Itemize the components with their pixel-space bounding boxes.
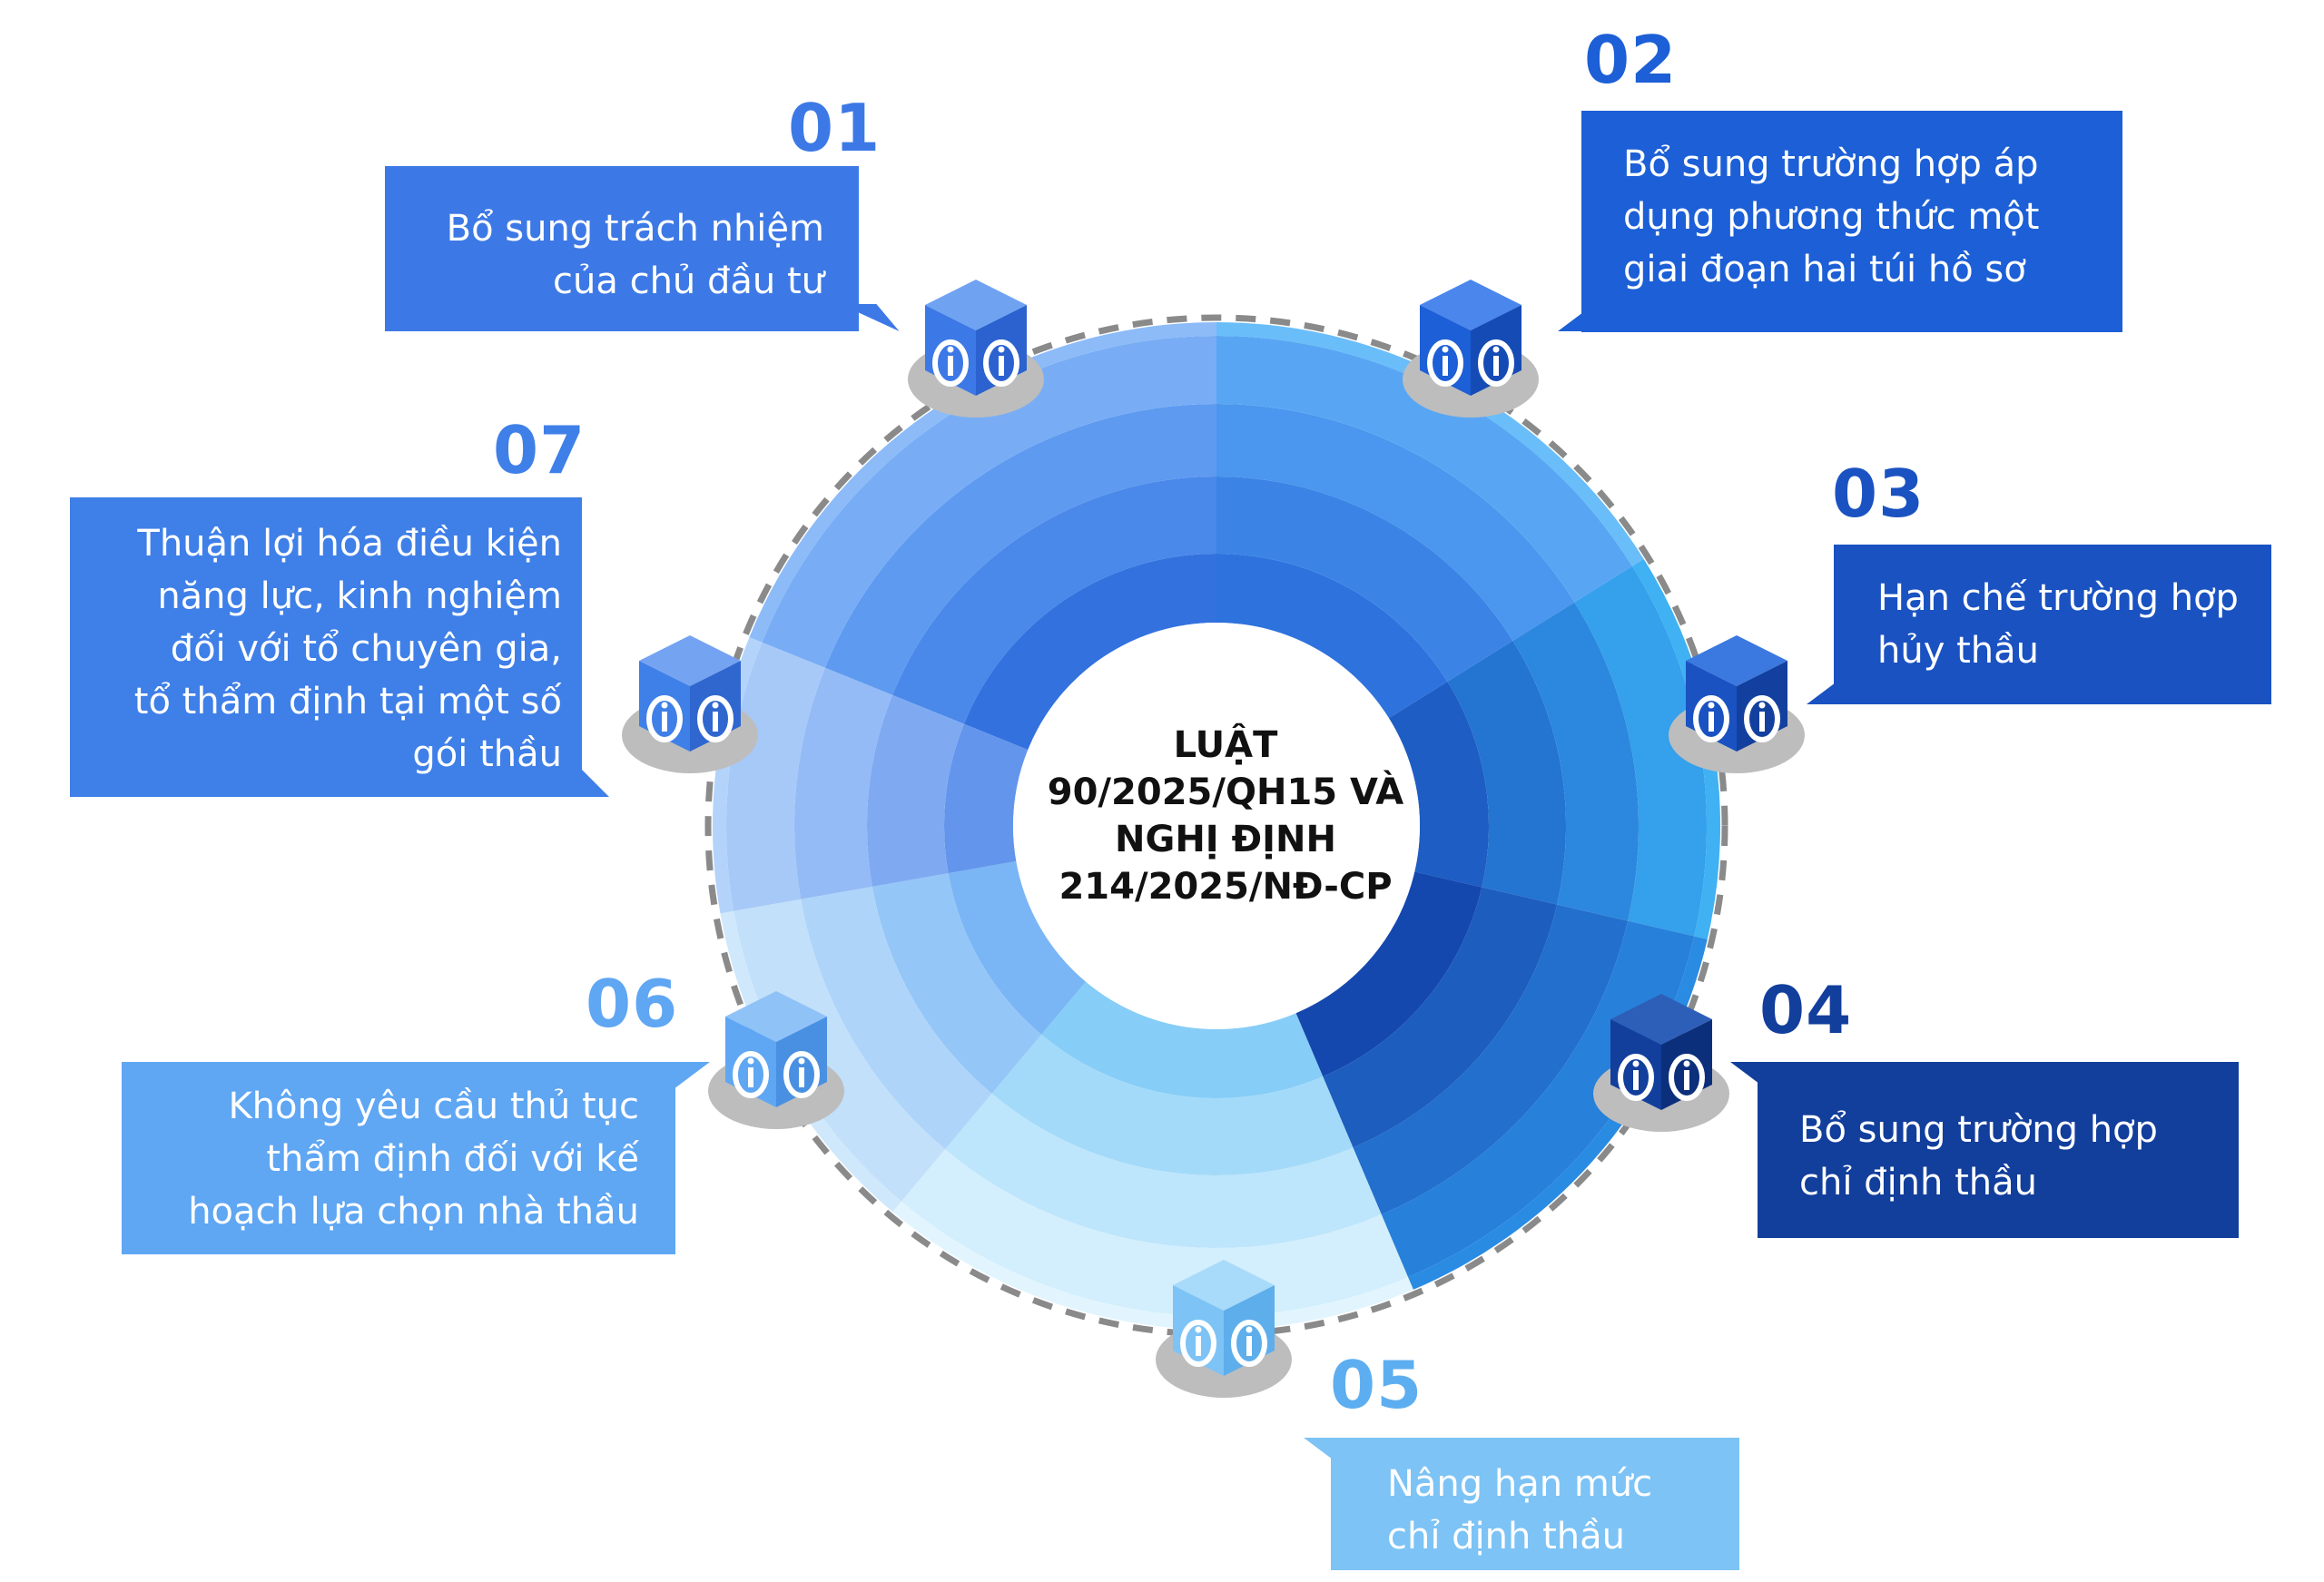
- item-03-box: Hạn chế trường hợp hủy thầu: [1834, 545, 2271, 704]
- wheel-segment-7-ring-1: [943, 723, 1029, 874]
- item-06-pointer: [674, 1062, 710, 1089]
- wheel-segment-4-ring-1: [1295, 871, 1482, 1077]
- wheel-segment-4-ring-2: [1323, 887, 1558, 1148]
- wheel-segment-5-ring-4: [901, 1149, 1408, 1317]
- wheel-segment-6-ring-2: [872, 873, 1042, 1094]
- wheel-segment-5-ring-1: [1041, 981, 1324, 1098]
- wheel-segment-4-ring-4: [1381, 920, 1695, 1278]
- item-02-text: Bổ sung trường hợp áp dụng phương thức m…: [1623, 143, 2040, 290]
- cube-icons: [622, 280, 1805, 1398]
- wheel-segment-1-ring-2: [892, 477, 1216, 724]
- item-07-box: Thuận lợi hóa điều kiện năng lực, kinh n…: [70, 497, 582, 797]
- item-03-number: 03: [1832, 456, 1925, 532]
- item-01-text: Bổ sung trách nhiệm của chủ đầu tư: [446, 208, 824, 302]
- wheel-segment-7-ring-2: [867, 694, 964, 887]
- wheel-segment-7-ring-3: [794, 667, 893, 899]
- center-circle: [1013, 623, 1420, 1029]
- item-05-number: 05: [1330, 1347, 1423, 1423]
- item-03-text: Hạn chế trường hợp hủy thầu: [1877, 577, 2239, 672]
- item-02-box: Bổ sung trường hợp áp dụng phương thức m…: [1581, 111, 2122, 332]
- item-04-text: Bổ sung trường hợp chỉ định thầu: [1799, 1109, 2158, 1204]
- cube-logo-icon: [622, 635, 758, 773]
- item-06-box: Không yêu cầu thủ tục thẩm định đối với …: [122, 1062, 675, 1254]
- wheel-segment-2-ring-1: [1216, 554, 1448, 719]
- wheel-segment-2-ring-3: [1216, 404, 1575, 641]
- wheel-segment-3-ring-2: [1447, 640, 1566, 905]
- wheel-segment-2-ring-4: [1216, 336, 1632, 603]
- wheel-segment-5-ring-5: [892, 1201, 1413, 1330]
- item-03-pointer: [1807, 677, 1843, 704]
- item-04-pointer: [1730, 1062, 1767, 1089]
- wheel-segment-3-ring-4: [1574, 565, 1707, 937]
- wheel-segment-2-ring-2: [1216, 477, 1513, 683]
- center-title: LUẬT 90/2025/QH15 VÀ NGHỊ ĐỊNH 214/2025/…: [1047, 724, 1404, 908]
- item-01-number: 01: [788, 90, 881, 166]
- wheel-segment-1-ring-4: [762, 336, 1216, 668]
- item-07-pointer: [582, 770, 609, 797]
- wheel-segment-4-ring-3: [1353, 904, 1629, 1215]
- wheel-segment-5-ring-3: [945, 1093, 1382, 1249]
- cube-logo-icon: [708, 991, 844, 1129]
- item-02-number: 02: [1584, 22, 1678, 98]
- item-01-box: Bổ sung trách nhiệm của chủ đầu tư: [385, 166, 859, 331]
- item-05-text: Nâng hạn mức chỉ định thầu: [1387, 1463, 1653, 1557]
- wheel-segment-6-ring-1: [948, 860, 1087, 1035]
- wheel-segment-6-ring-4: [734, 899, 946, 1202]
- item-06-number: 06: [586, 966, 679, 1042]
- item-06-text: Không yêu cầu thủ tục thẩm định đối với …: [188, 1086, 639, 1233]
- wheel-segment-7-ring-5: [712, 637, 763, 914]
- item-07-text: Thuận lợi hóa điều kiện năng lực, kinh n…: [133, 523, 562, 775]
- cube-logo-icon: [1403, 280, 1539, 418]
- wheel-segment-6-ring-3: [801, 886, 992, 1150]
- item-05-box: Nâng hạn mức chỉ định thầu: [1331, 1438, 1739, 1570]
- item-05-pointer: [1304, 1438, 1340, 1465]
- wheel-segments: [712, 322, 1720, 1330]
- wheel-segment-7-ring-4: [726, 642, 825, 911]
- cube-logo-icon: [1593, 994, 1729, 1132]
- item-04-number: 04: [1759, 972, 1853, 1048]
- item-07-number: 07: [493, 412, 586, 488]
- wheel-segment-1-ring-3: [824, 404, 1216, 695]
- wheel-segment-6-ring-5: [720, 910, 901, 1213]
- wheel-segment-1-ring-1: [963, 554, 1216, 751]
- item-02-pointer: [1558, 304, 1594, 331]
- wheel-segment-5-ring-2: [991, 1034, 1354, 1175]
- item-04-box: Bổ sung trường hợp chỉ định thầu: [1758, 1062, 2239, 1238]
- wheel-segment-3-ring-1: [1388, 682, 1489, 888]
- cube-logo-icon: [1669, 635, 1805, 773]
- cube-logo-icon: [1156, 1260, 1292, 1398]
- cube-logo-icon: [908, 280, 1044, 418]
- wheel-segment-3-ring-3: [1512, 602, 1639, 921]
